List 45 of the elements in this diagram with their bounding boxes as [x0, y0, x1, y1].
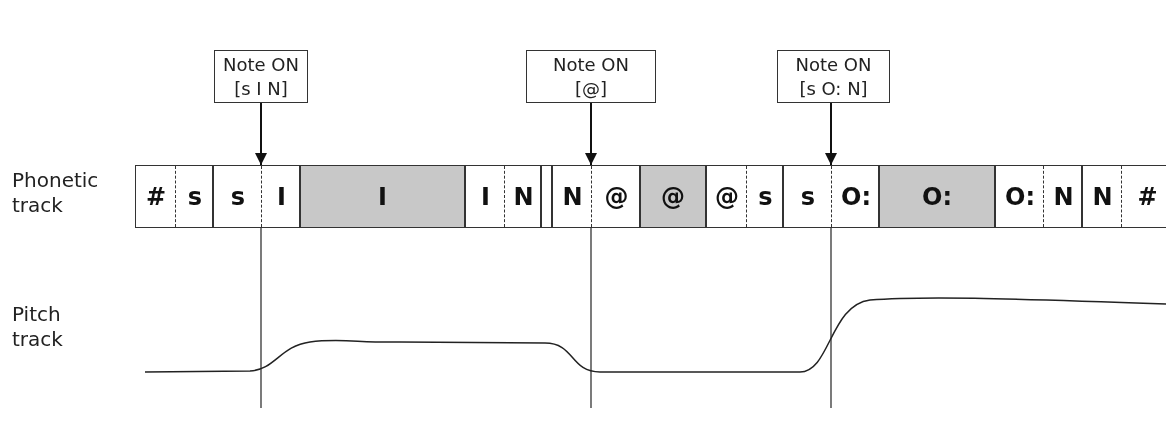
phoneme-cell	[783, 165, 879, 228]
note-text: [@]	[574, 76, 607, 100]
phoneme-cell	[541, 165, 552, 228]
phoneme-cell	[640, 165, 706, 228]
phoneme-label: O:	[1005, 182, 1035, 211]
phoneme-label: I	[277, 182, 286, 211]
phoneme-cell	[135, 165, 213, 228]
phoneme-cell	[995, 165, 1082, 228]
phoneme-label: O:	[841, 182, 871, 211]
phoneme-label: s	[800, 182, 816, 211]
phoneme-label: N	[1092, 182, 1113, 211]
phoneme-label: O:	[922, 182, 952, 211]
phoneme-cell	[706, 165, 783, 228]
note-text: Note ON	[223, 53, 299, 77]
note-text: [s O: N]	[799, 76, 868, 100]
note-text: Note ON	[795, 53, 872, 77]
arrow	[255, 102, 267, 166]
phoneme-cell	[465, 165, 541, 228]
arrow	[585, 102, 597, 166]
phoneme-label: s	[230, 182, 246, 211]
note-text: [s I N]	[234, 76, 288, 100]
phoneme-cell	[213, 165, 300, 228]
phoneme-label: @	[715, 182, 739, 211]
note-box	[214, 50, 308, 103]
track-label: Phonetic track	[12, 168, 100, 218]
phoneme-label: I	[378, 182, 387, 211]
phoneme-cell	[552, 165, 640, 228]
phoneme-label: #	[1137, 182, 1158, 211]
phoneme-label: s	[187, 182, 203, 211]
phoneme-cell	[1082, 165, 1166, 228]
note-text: Note ON	[553, 53, 629, 77]
phoneme-cell	[300, 165, 465, 228]
phoneme-label: @	[604, 182, 629, 211]
phoneme-label: s	[758, 182, 773, 211]
phoneme-label: N	[513, 182, 534, 211]
phoneme-label: N	[1053, 182, 1074, 211]
phoneme-label: I	[481, 182, 490, 211]
phoneme-cell	[879, 165, 995, 228]
phoneme-label: #	[145, 182, 167, 211]
note-box	[526, 50, 656, 103]
arrow	[825, 102, 837, 166]
track-label: Pitch track	[12, 302, 64, 352]
note-box	[777, 50, 890, 103]
phoneme-label: N	[562, 182, 583, 211]
phoneme-label: @	[661, 182, 685, 211]
